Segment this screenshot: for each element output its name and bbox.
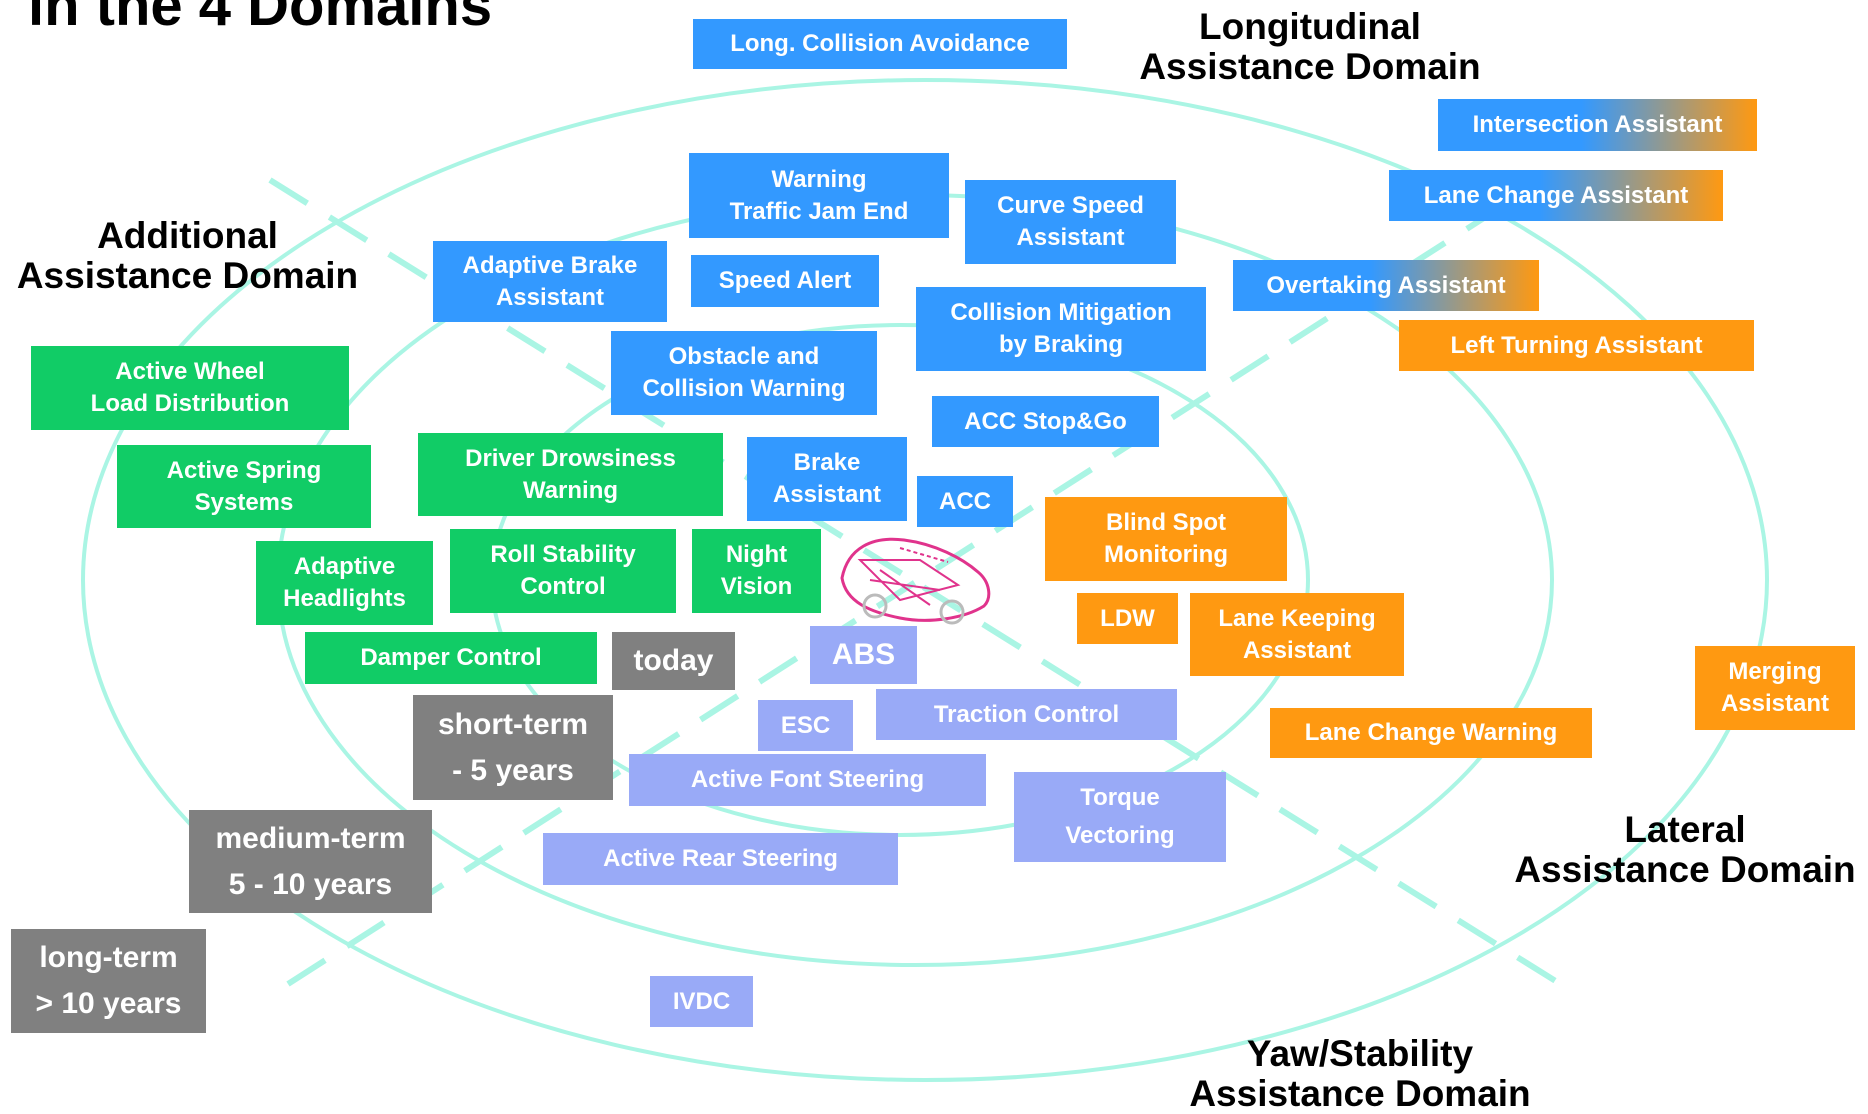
car-icon	[840, 537, 991, 625]
domain-label-longitudinal: Longitudinal Assistance Domain	[1139, 6, 1481, 87]
system-speed-alert: Speed Alert	[691, 255, 879, 307]
system-active-front-steering: Active Font Steering	[629, 754, 986, 806]
system-lane-change-warning: Lane Change Warning	[1270, 708, 1592, 758]
system-acc-stop-go: ACC Stop&Go	[932, 396, 1159, 447]
system-abs: ABS	[810, 626, 917, 684]
timeframe-long-term: long-term > 10 years	[11, 929, 206, 1033]
system-active-wheel-load-distribution: Active Wheel Load Distribution	[31, 346, 349, 430]
system-blind-spot-monitoring: Blind Spot Monitoring	[1045, 497, 1287, 581]
ring-medium-term	[81, 78, 1769, 1082]
system-long-collision-avoidance: Long. Collision Avoidance	[693, 19, 1067, 69]
system-left-turning-assistant: Left Turning Assistant	[1399, 320, 1754, 371]
system-intersection-assistant: Intersection Assistant	[1438, 99, 1757, 151]
system-active-spring-systems: Active Spring Systems	[117, 445, 371, 528]
system-collision-mitigation-by-braking: Collision Mitigation by Braking	[916, 287, 1206, 371]
domain-label-yaw: Yaw/Stability Assistance Domain	[1189, 1033, 1531, 1114]
system-active-rear-steering: Active Rear Steering	[543, 833, 898, 885]
system-lane-change-assistant: Lane Change Assistant	[1389, 170, 1723, 221]
timeframe-short-term: short-term - 5 years	[413, 695, 613, 800]
divider-dashed-se	[268, 177, 1572, 993]
system-damper-control: Damper Control	[305, 632, 597, 684]
system-night-vision: Night Vision	[692, 529, 821, 613]
system-brake-assistant: Brake Assistant	[747, 437, 907, 521]
system-driver-drowsiness-warning: Driver Drowsiness Warning	[418, 433, 723, 516]
system-torque-vectoring: Torque Vectoring	[1014, 772, 1226, 862]
domain-label-lateral: Lateral Assistance Domain	[1514, 809, 1856, 890]
system-traction-control: Traction Control	[876, 689, 1177, 740]
divider-dashed-ne	[286, 179, 1542, 987]
system-merging-assistant: Merging Assistant	[1695, 646, 1855, 730]
system-esc: ESC	[758, 700, 853, 751]
page-title: in the 4 Domains	[28, 0, 493, 38]
system-curve-speed-assistant: Curve Speed Assistant	[965, 180, 1176, 264]
system-ivdc: IVDC	[650, 976, 753, 1027]
system-acc: ACC	[917, 476, 1013, 527]
timeframe-today: today	[612, 632, 735, 690]
system-lane-keeping-assistant: Lane Keeping Assistant	[1190, 593, 1404, 676]
system-warning-traffic-jam-end: Warning Traffic Jam End	[689, 153, 949, 238]
system-roll-stability-control: Roll Stability Control	[450, 529, 676, 613]
system-ldw: LDW	[1077, 593, 1178, 644]
domain-label-additional: Additional Assistance Domain	[16, 215, 359, 296]
system-adaptive-headlights: Adaptive Headlights	[256, 541, 433, 625]
timeframe-medium-term: medium-term 5 - 10 years	[189, 810, 432, 913]
system-obstacle-collision-warning: Obstacle and Collision Warning	[611, 331, 877, 415]
system-overtaking-assistant: Overtaking Assistant	[1233, 260, 1539, 311]
system-adaptive-brake-assistant: Adaptive Brake Assistant	[433, 241, 667, 322]
